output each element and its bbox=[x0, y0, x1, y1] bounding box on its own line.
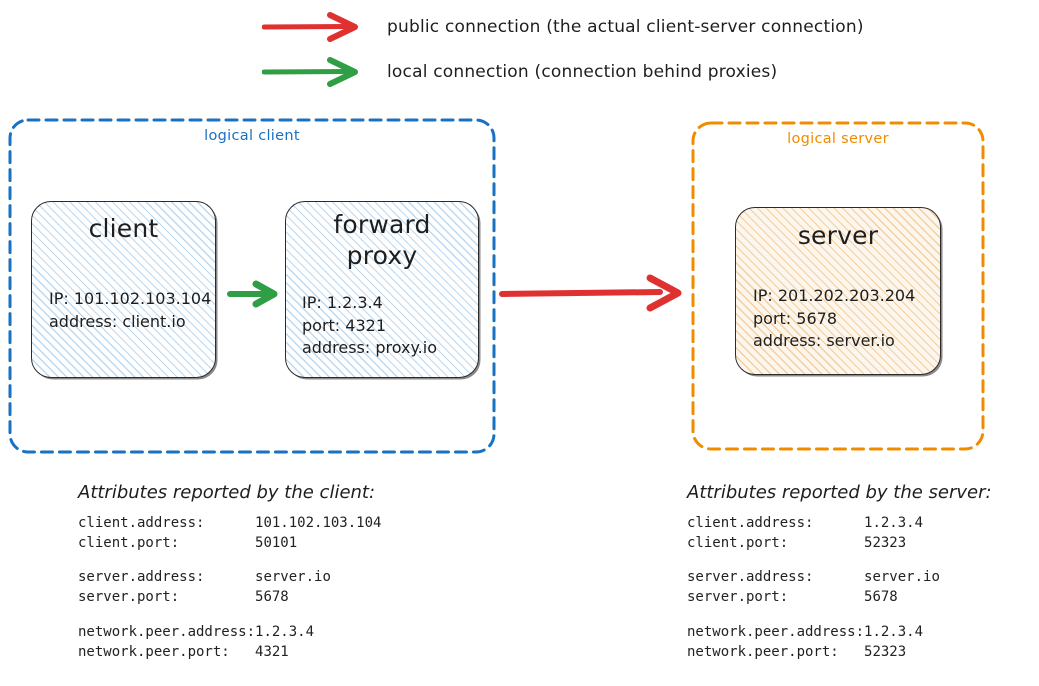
table-row-spacer bbox=[78, 608, 381, 622]
attr-value: 4321 bbox=[255, 643, 289, 660]
logical-client-label: logical client bbox=[204, 128, 300, 144]
legend-label-public: public connection (the actual client-ser… bbox=[387, 17, 864, 37]
table-row: server.address: server.io bbox=[687, 567, 940, 587]
node-forward-proxy-title-line1: forward bbox=[333, 210, 431, 239]
node-server-line-ip: IP: 201.202.203.204 bbox=[753, 286, 916, 305]
attr-key: server.port: bbox=[687, 589, 789, 606]
connector-client-to-proxy bbox=[227, 280, 278, 308]
logical-server-label: logical server bbox=[787, 131, 889, 147]
public-arrow-icon bbox=[262, 12, 367, 42]
attr-value: 52323 bbox=[864, 535, 907, 552]
node-forward-proxy-details: IP: 1.2.3.4 port: 4321 address: proxy.io bbox=[302, 292, 437, 360]
table-row: client.port: 52323 bbox=[687, 533, 940, 553]
node-forward-proxy-title: forward proxy bbox=[286, 210, 478, 271]
node-server-details: IP: 201.202.203.204 port: 5678 address: … bbox=[753, 285, 915, 353]
table-row-spacer bbox=[687, 553, 940, 567]
attributes-server-table: client.address: 1.2.3.4 client.port: 523… bbox=[687, 513, 940, 662]
attributes-server-block: Attributes reported by the server: clien… bbox=[687, 482, 992, 662]
node-forward-proxy[interactable]: forward proxy IP: 1.2.3.4 port: 4321 add… bbox=[285, 201, 479, 378]
table-row: server.port: 5678 bbox=[78, 587, 381, 607]
node-client[interactable]: client IP: 101.102.103.104 address: clie… bbox=[31, 201, 216, 378]
attr-value: 5678 bbox=[864, 589, 898, 606]
node-forward-proxy-line-port: port: 4321 bbox=[302, 315, 386, 335]
attr-value: 1.2.3.4 bbox=[864, 515, 924, 531]
attr-key: network.peer.port: bbox=[687, 643, 839, 660]
attr-key: client.port: bbox=[687, 535, 789, 552]
attributes-client-block: Attributes reported by the client: clien… bbox=[78, 482, 381, 662]
attr-value: server.io bbox=[255, 569, 331, 586]
table-row-spacer bbox=[687, 608, 940, 622]
attr-value: 50101 bbox=[255, 535, 298, 552]
table-row: client.address: 1.2.3.4 bbox=[687, 513, 940, 533]
table-row: network.peer.port: 4321 bbox=[78, 642, 381, 662]
attributes-server-heading: Attributes reported by the server: bbox=[687, 482, 992, 503]
table-row-spacer bbox=[78, 553, 381, 567]
table-row: network.peer.port: 52323 bbox=[687, 642, 940, 662]
node-server-title: server bbox=[797, 221, 879, 250]
node-client-details: IP: 101.102.103.104 address: client.io bbox=[49, 288, 211, 333]
node-forward-proxy-title-line2: proxy bbox=[346, 240, 418, 270]
table-row: client.address: 101.102.103.104 bbox=[78, 513, 381, 533]
node-server-line-port: port: 5678 bbox=[753, 308, 837, 328]
table-row: server.address: server.io bbox=[78, 567, 381, 587]
attr-key: client.address: bbox=[78, 515, 205, 531]
node-client-line-ip: IP: 101.102.103.104 bbox=[49, 289, 212, 308]
attr-value: 52323 bbox=[864, 643, 907, 660]
attr-key: client.port: bbox=[78, 535, 180, 552]
node-server-line-address: address: server.io bbox=[753, 331, 895, 351]
attr-key: server.address: bbox=[78, 569, 205, 586]
table-row: network.peer.address: 1.2.3.4 bbox=[78, 622, 381, 642]
attr-key: server.address: bbox=[687, 569, 814, 586]
node-server[interactable]: server IP: 201.202.203.204 port: 5678 ad… bbox=[735, 207, 941, 375]
attributes-client-table: client.address: 101.102.103.104 client.p… bbox=[78, 513, 381, 662]
attr-key: network.peer.port: bbox=[78, 643, 230, 660]
legend-label-local: local connection (connection behind prox… bbox=[387, 62, 778, 82]
legend-item-local: local connection (connection behind prox… bbox=[262, 57, 777, 87]
logical-server-group: logical server bbox=[691, 121, 985, 451]
node-client-title: client bbox=[88, 214, 159, 243]
table-row: server.port: 5678 bbox=[687, 587, 940, 607]
attr-key: network.peer.address: bbox=[687, 623, 865, 640]
attr-value: 1.2.3.4 bbox=[864, 623, 924, 640]
attr-value: 101.102.103.104 bbox=[255, 515, 382, 531]
table-row: network.peer.address: 1.2.3.4 bbox=[687, 622, 940, 642]
attributes-client-heading: Attributes reported by the client: bbox=[78, 482, 376, 503]
node-forward-proxy-line-ip: IP: 1.2.3.4 bbox=[302, 293, 383, 312]
attr-value: server.io bbox=[864, 569, 940, 586]
logical-client-group: logical client bbox=[8, 118, 496, 454]
node-forward-proxy-line-address: address: proxy.io bbox=[302, 338, 437, 358]
attr-key: network.peer.address: bbox=[78, 623, 256, 640]
attr-value: 5678 bbox=[255, 589, 289, 606]
attr-key: server.port: bbox=[78, 589, 180, 606]
table-row: client.port: 50101 bbox=[78, 533, 381, 553]
local-arrow-icon bbox=[262, 57, 367, 87]
legend-item-public: public connection (the actual client-ser… bbox=[262, 12, 864, 42]
attr-value: 1.2.3.4 bbox=[255, 623, 315, 640]
connector-proxy-to-server bbox=[499, 274, 682, 312]
node-client-line-address: address: client.io bbox=[49, 311, 186, 331]
attr-key: client.address: bbox=[687, 515, 814, 531]
